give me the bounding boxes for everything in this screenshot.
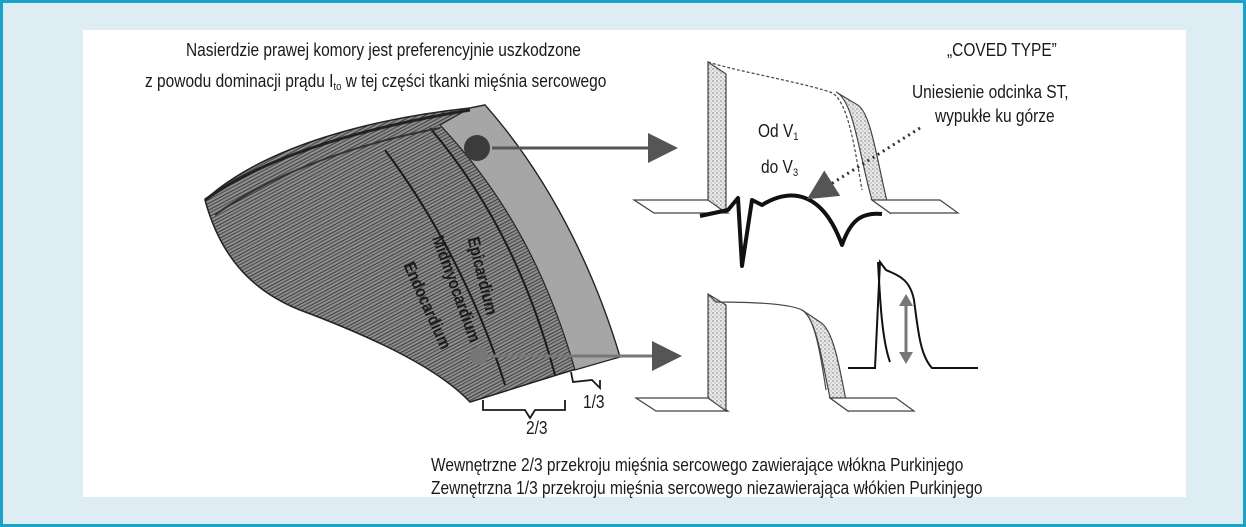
bottom-caption-line1: Wewnętrzne 2/3 przekroju mięśnia sercowe… — [431, 455, 963, 476]
endocardium-marker — [470, 347, 488, 365]
ap-duration-inset — [848, 262, 978, 368]
fraction-two-thirds: 2/3 — [526, 418, 548, 439]
top-caption-line2-suffix: w tej części tkanki mięśnia sercowego — [341, 71, 606, 91]
st-elevation-label-line1: Uniesienie odcinka ST, — [912, 82, 1069, 103]
top-caption-line2: z powodu dominacji prądu Ito w tej częśc… — [145, 71, 606, 93]
lead-from-subscript: 1 — [793, 131, 798, 143]
epicardium-marker — [464, 135, 490, 161]
lead-to-label: do V3 — [761, 157, 798, 179]
endocardial-action-potential — [636, 294, 914, 411]
st-elevation-label-line2: wypukłe ku górze — [935, 106, 1055, 127]
fraction-one-third: 1/3 — [583, 392, 605, 413]
coved-type-label: „COVED TYPE” — [947, 40, 1057, 61]
bottom-caption-line2: Zewnętrzna 1/3 przekroju mięśnia sercowe… — [431, 478, 983, 499]
two-thirds-brace — [483, 400, 565, 418]
ecg-coved-trace — [700, 196, 882, 266]
lead-to-prefix: do V — [761, 157, 793, 177]
lead-to-subscript: 3 — [793, 167, 798, 179]
top-caption-line1: Nasierdzie prawej komory jest preferency… — [186, 40, 581, 61]
lead-from-label: Od V1 — [758, 121, 799, 143]
top-caption-line2-prefix: z powodu dominacji prądu I — [145, 71, 333, 91]
lead-from-prefix: Od V — [758, 121, 793, 141]
one-third-brace — [571, 372, 600, 388]
